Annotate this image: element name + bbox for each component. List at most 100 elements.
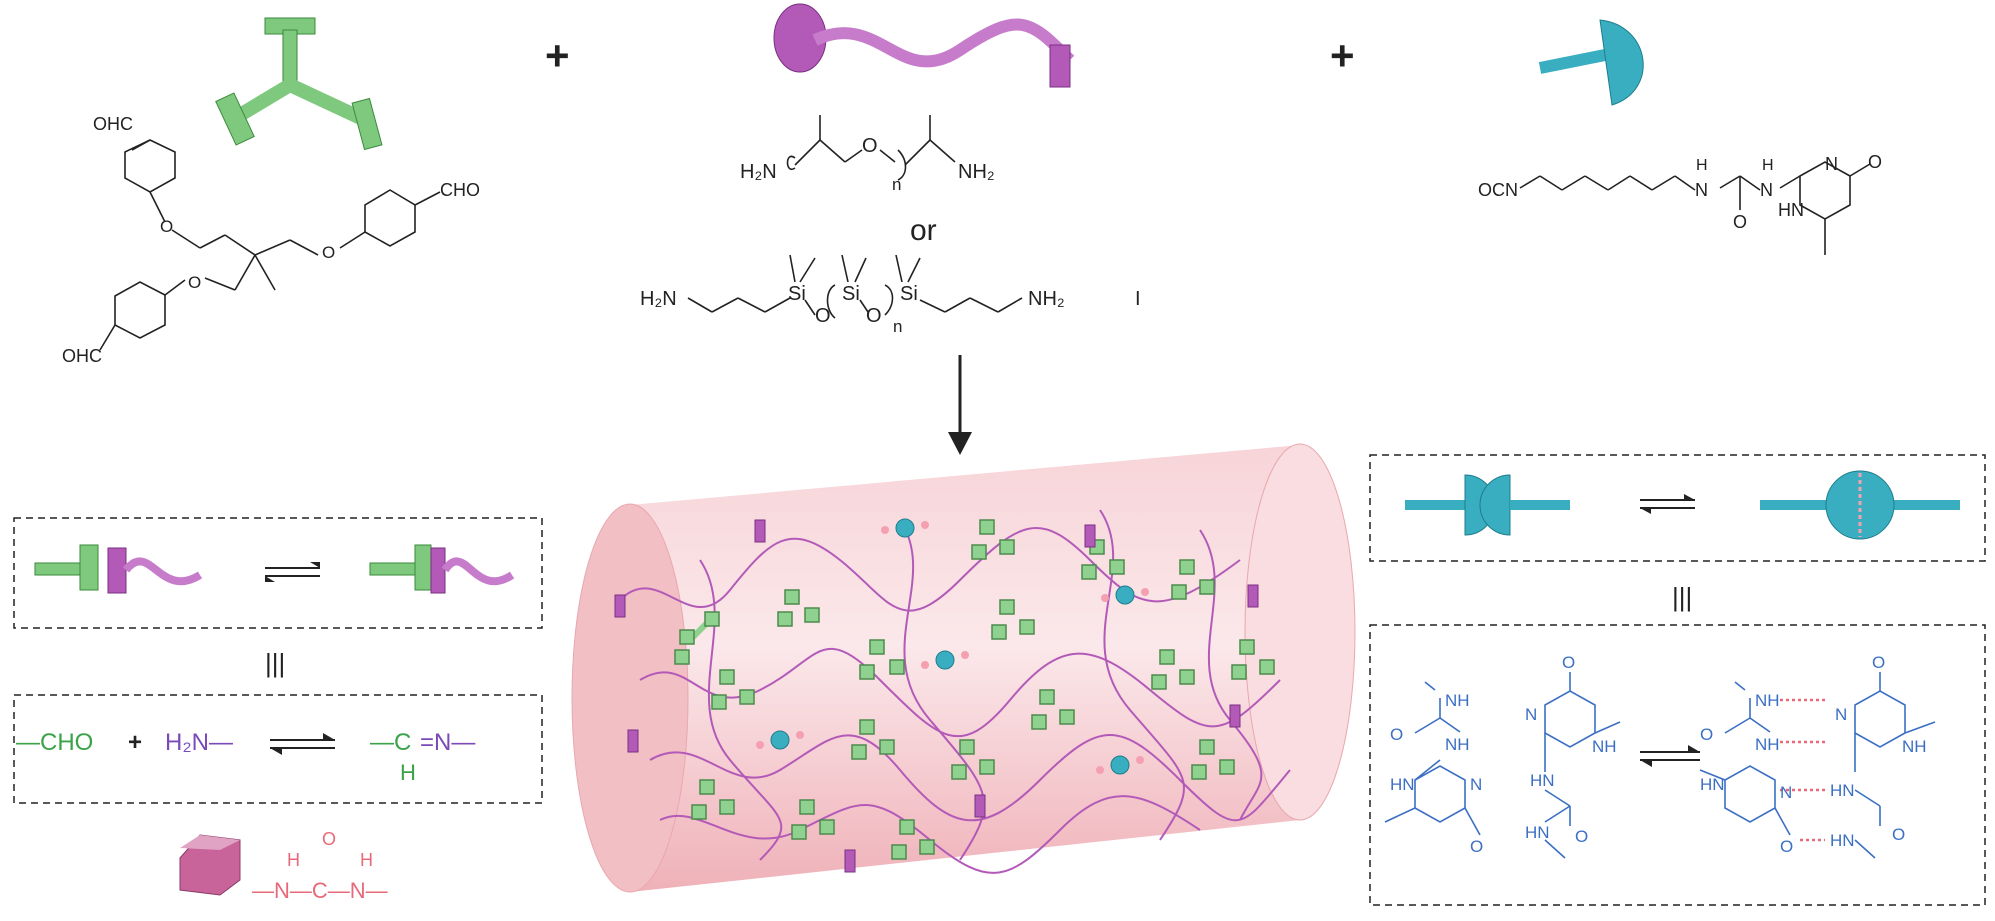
- hb-d-o1: O: [1700, 725, 1713, 744]
- junction-node: [1191, 739, 1235, 780]
- hb-b-hn2: HN: [1525, 823, 1550, 842]
- hb-d-n1: N: [1780, 783, 1792, 802]
- hb-a-hn: HN: [1390, 775, 1415, 794]
- ppg-nh2: NH₂: [958, 161, 995, 183]
- hb-b-hn1: HN: [1530, 771, 1555, 790]
- ppg-structure: [786, 115, 956, 181]
- imine-legend: ||| —CHO + H₂N— —C =N— H: [13, 517, 543, 804]
- ocn-label: OCN: [1478, 180, 1518, 200]
- crosslinker-structure: [99, 139, 441, 351]
- equilibrium-arrow-1: [265, 562, 320, 582]
- plus-sign-2: +: [1330, 32, 1355, 79]
- upy-o1: O: [1733, 212, 1747, 232]
- junction-node: [1151, 649, 1195, 690]
- hb-a-o1: O: [1390, 725, 1403, 744]
- equivalence-left: |||: [265, 648, 285, 678]
- hb-d-hn3: HN: [1830, 831, 1855, 850]
- upy-hn: HN: [1778, 200, 1804, 220]
- pdms-n: n: [893, 317, 902, 336]
- pdms-nh2: NH₂: [1028, 288, 1065, 310]
- junction-node: [891, 819, 935, 860]
- hb-b-o1: O: [1562, 653, 1575, 672]
- upy-open-pair-icon: [1405, 474, 1570, 536]
- junction-node: [859, 639, 905, 680]
- pdms-si2: Si: [842, 283, 860, 305]
- urea-o: O: [322, 829, 336, 849]
- upy-group: OCN N H O N H N O HN: [1478, 19, 1882, 255]
- ohc-bottom-label: OHC: [62, 346, 102, 366]
- cyan-cap-icon: [1538, 19, 1644, 106]
- hbond-box: [1369, 624, 1986, 906]
- urea-chain: —N—C—N—: [252, 878, 388, 903]
- junction-node: [851, 719, 895, 760]
- junction-node: [971, 519, 1015, 560]
- ppg-n: n: [892, 175, 901, 194]
- upy-n1: N: [1695, 180, 1708, 200]
- hb-a-nh2: NH: [1445, 735, 1470, 754]
- crosslinker-group: OHC CHO OHC O O O: [62, 17, 480, 366]
- bound-pair-icon: [369, 544, 515, 594]
- imine-c-label: —C: [370, 729, 411, 756]
- ppg-h2n: H₂N: [740, 161, 777, 183]
- hb-a-o2: O: [1470, 837, 1483, 856]
- hb-b-nh1: NH: [1592, 737, 1617, 756]
- hb-a-nh1: NH: [1445, 691, 1470, 710]
- hb-d-o4: O: [1892, 825, 1905, 844]
- imine-n-label: =N—: [420, 729, 475, 756]
- hb-d-hn: HN: [1700, 775, 1725, 794]
- hb-d-hn2: HN: [1830, 781, 1855, 800]
- upy-n2: N: [1760, 180, 1773, 200]
- junction-node: [791, 799, 835, 840]
- urea-h1: H: [287, 850, 300, 870]
- junction-node: [711, 669, 755, 710]
- hb-d-o3: O: [1872, 653, 1885, 672]
- chemistry-box: [13, 694, 543, 804]
- junction-node: [674, 611, 720, 665]
- purple-chain-icon: [773, 3, 1075, 88]
- upy-monomer-b: [1544, 672, 1621, 859]
- urea-legend: —N—C—N— H O H: [179, 829, 388, 903]
- equilibrium-arrow-3: [1640, 494, 1695, 514]
- network-tube: [571, 443, 1356, 893]
- cho-group-label: —CHO: [16, 729, 93, 756]
- cho-label: CHO: [440, 180, 480, 200]
- upy-o2: O: [1868, 152, 1882, 172]
- chain-ends: [614, 519, 1259, 873]
- equilibrium-arrow-4: [1640, 745, 1700, 767]
- junction-node: [951, 739, 995, 780]
- hydrogen-bonds: [1780, 698, 1825, 842]
- equivalence-right: |||: [1672, 582, 1692, 612]
- hb-d-nh2: NH: [1755, 735, 1780, 754]
- pdms-si3: Si: [900, 283, 918, 305]
- ppg-o: O: [862, 135, 878, 157]
- or-label: or: [910, 214, 937, 247]
- upy-legend: ||| NH O NH HN N O O: [1369, 454, 1986, 906]
- upy-dimers: [770, 518, 1135, 775]
- crosslinker-o2: O: [322, 243, 335, 262]
- hb-a-n: N: [1470, 775, 1482, 794]
- pdms-tail: I: [1135, 288, 1141, 310]
- imine-h-label: H: [400, 760, 416, 785]
- junction-node: [691, 779, 735, 820]
- pdms-o2: O: [866, 305, 882, 327]
- upy-structure: [1519, 161, 1871, 255]
- pdms-si1: Si: [788, 283, 806, 305]
- upy-h1: H: [1696, 157, 1708, 174]
- cartoon-box: [13, 517, 543, 629]
- upy-h2: H: [1762, 157, 1774, 174]
- upy-dimer: [1699, 672, 1936, 859]
- upy-closed-pair-icon: [1760, 470, 1960, 540]
- diamine-group: H₂N O n NH₂ or H₂N Si O Si: [640, 3, 1141, 336]
- ohc-top-label: OHC: [93, 114, 133, 134]
- equilibrium-arrow-2: [270, 733, 335, 755]
- pdms-structure: [687, 254, 1023, 319]
- hb-d-n2: N: [1835, 705, 1847, 724]
- pdms-h2n: H₂N: [640, 288, 677, 310]
- hb-d-nh1: NH: [1755, 691, 1780, 710]
- junction-node: [1231, 639, 1275, 680]
- plus-mid: +: [128, 729, 142, 756]
- pdms-o1: O: [815, 305, 831, 327]
- green-tripod-icon: [215, 17, 383, 151]
